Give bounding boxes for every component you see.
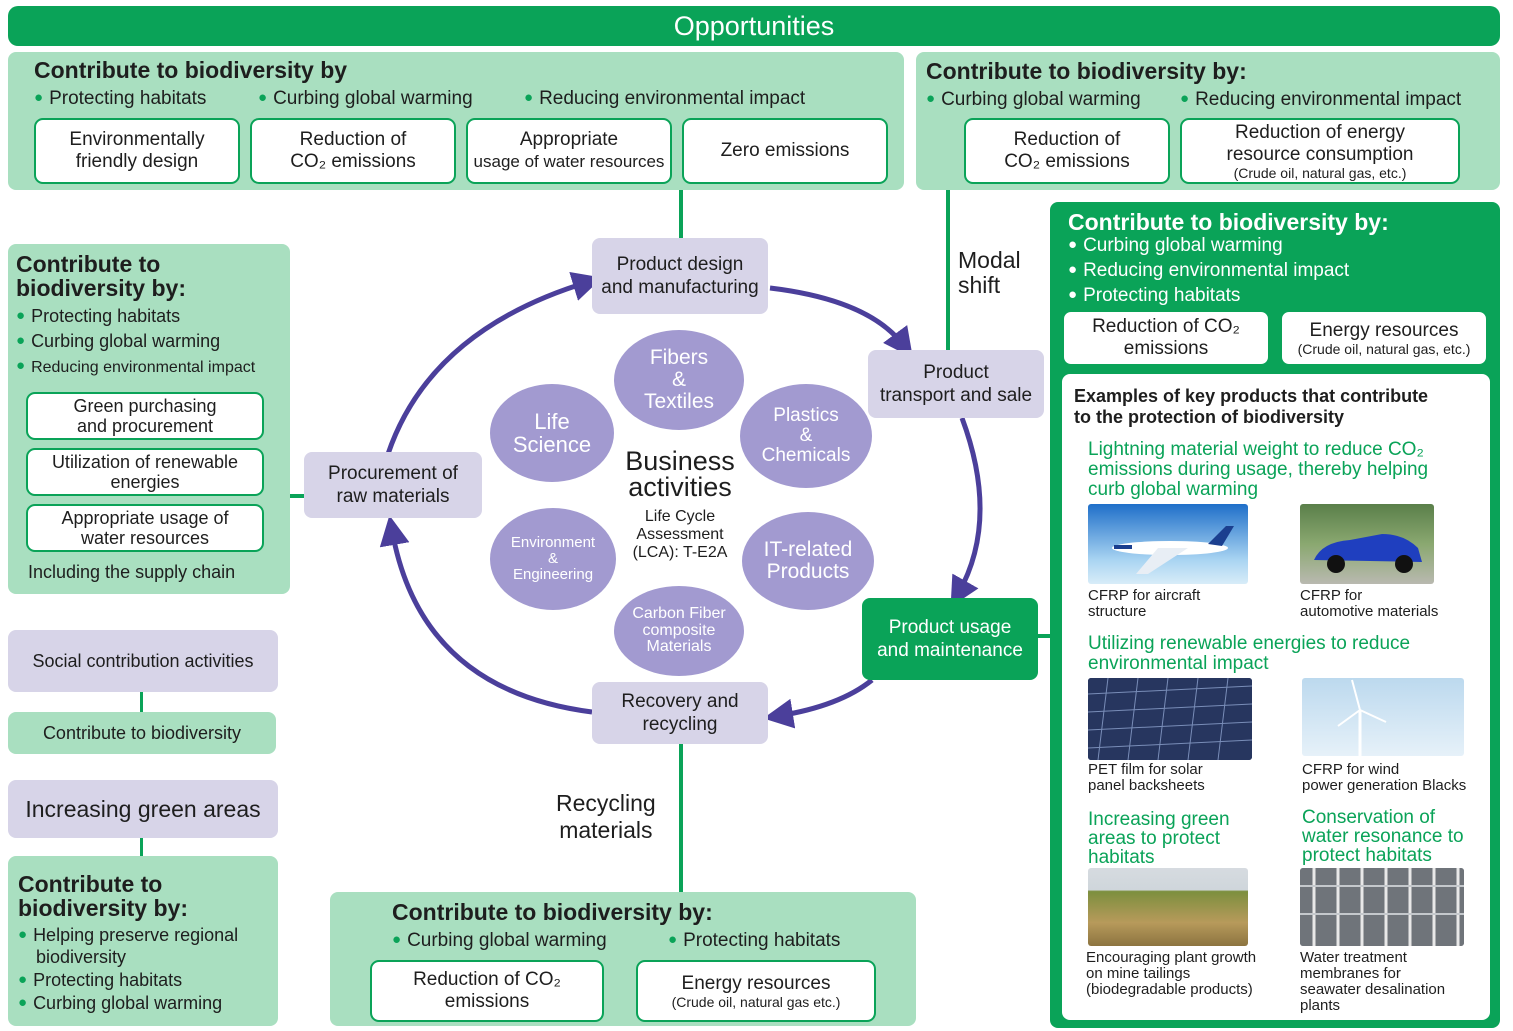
environment-engineering-circle: Environment&Engineering xyxy=(490,508,616,610)
wind-turbine-photo xyxy=(1302,678,1464,756)
connector-line xyxy=(679,188,683,240)
bullet-item: ●Protecting habitats xyxy=(16,306,181,326)
social-contribution-box: Social contribution activities xyxy=(8,630,278,692)
bullet-item: ●Protecting habitats xyxy=(668,930,841,951)
bullet-item: ●Curbing global warming xyxy=(16,331,221,351)
examples-title: Examples of key products that contribute… xyxy=(1074,386,1429,427)
zero-emissions-box: Zero emissions xyxy=(682,118,888,184)
panel-title: Contribute to biodiversity by xyxy=(34,57,348,83)
opportunities-banner: Opportunities xyxy=(8,6,1500,46)
increasing-green-areas-box: Increasing green areas xyxy=(8,780,278,838)
connector-line xyxy=(946,190,950,350)
bullet-item: ●Protecting habitats xyxy=(34,88,207,109)
bullet-item: ●Curbing global warming xyxy=(392,930,607,951)
panel-title-line1: Contribute to xyxy=(16,251,161,277)
bullet-item: ●Curbing global warming xyxy=(258,88,473,109)
examples-box: Examples of key products that contribute… xyxy=(1062,374,1490,1020)
bullet-item: ●Curbing global warming xyxy=(18,993,223,1013)
panel-title: Contribute to biodiversity by: xyxy=(1068,209,1389,235)
plastics-chemicals-circle: Plastics&Chemicals xyxy=(740,384,872,488)
energy-resources-box: Energy resources(Crude oil, natural gas,… xyxy=(1280,310,1488,366)
bullet-item: ●Helping preserve regional xyxy=(18,925,239,945)
bullet-item: ●Curbing global warming xyxy=(1068,235,1283,256)
connector-line xyxy=(679,742,683,892)
connector-line xyxy=(289,494,309,498)
water-membrane-photo xyxy=(1300,868,1464,946)
bullet-item-continued: biodiversity xyxy=(36,947,127,967)
contribute-biodiversity-box: Contribute to biodiversity xyxy=(8,712,276,754)
right-panel: Contribute to biodiversity by: ●Curbing … xyxy=(1050,202,1500,1028)
bottom-center-panel: Contribute to biodiversity by: ●Curbing … xyxy=(330,892,916,1026)
left-panel: Contribute to biodiversity by: ●Protecti… xyxy=(8,244,290,594)
bullet-item: ●Protecting habitats xyxy=(18,970,183,990)
bottom-left-panel: Contribute to biodiversity by: ●Helping … xyxy=(8,856,278,1026)
bullet-item: ●Reducing environmental impact xyxy=(16,357,256,376)
bullet-item: ●Reducing environmental impact xyxy=(1068,260,1350,281)
plant-growth-photo xyxy=(1088,868,1248,946)
car-photo xyxy=(1300,504,1434,584)
solar-panel-photo xyxy=(1088,678,1252,760)
connector-line xyxy=(1036,634,1052,638)
bullet-item: ●Reducing environmental impact xyxy=(1180,89,1462,110)
supply-chain-note: Including the supply chain xyxy=(28,562,236,582)
energy-resources-box: Energy resources(Crude oil, natural gas … xyxy=(636,960,876,1022)
panel-title-line2: biodiversity by: xyxy=(16,275,186,301)
panel-title: Contribute to biodiversity by: xyxy=(926,58,1247,84)
connector-line xyxy=(140,838,143,856)
top-left-panel: Contribute to biodiversity by ●Protectin… xyxy=(8,52,904,190)
aircraft-photo xyxy=(1088,504,1248,584)
bullet-item: ●Protecting habitats xyxy=(1068,285,1241,306)
panel-title: Contribute to biodiversity by: xyxy=(392,899,713,925)
connector-line xyxy=(140,692,143,712)
bullet-item: ●Curbing global warming xyxy=(926,89,1141,110)
panel-title-line2: biodiversity by: xyxy=(18,895,188,921)
bullet-item: ●Reducing environmental impact xyxy=(524,88,806,109)
fibers-textiles-circle: Fibers&Textiles xyxy=(614,330,744,430)
panel-title-line1: Contribute to xyxy=(18,871,163,897)
top-right-panel: Contribute to biodiversity by: ●Curbing … xyxy=(916,52,1500,190)
